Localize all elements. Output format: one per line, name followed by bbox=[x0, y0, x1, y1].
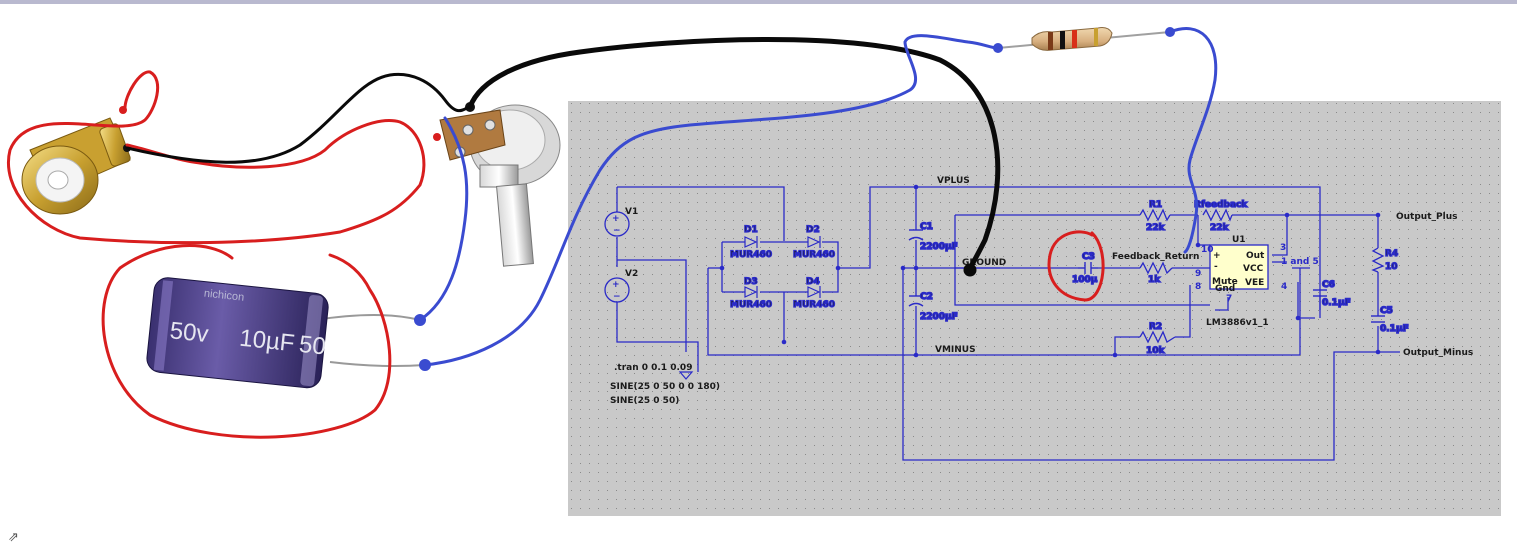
rca-jack-photo bbox=[21, 106, 131, 215]
u1-pin-1and5: 1 and 5 bbox=[1281, 257, 1319, 267]
diode-d3[interactable]: D3 MUR460 bbox=[729, 276, 772, 310]
d2-label: D2 bbox=[806, 225, 820, 235]
net-labels: VPLUS VMINUS GROUND Output_Plus Output_M… bbox=[935, 176, 1473, 358]
u1-pin-3: 3 bbox=[1280, 243, 1286, 253]
c6-label: C6 bbox=[1322, 280, 1335, 290]
u1-model: LM3886v1_1 bbox=[1206, 318, 1269, 328]
window-top-bar bbox=[0, 0, 1517, 4]
diode-d2[interactable]: D2 MUR460 bbox=[792, 224, 835, 260]
u1-pin-out: Out bbox=[1246, 251, 1265, 261]
d4-label: D4 bbox=[806, 277, 820, 287]
cap-voltage: 50v bbox=[168, 317, 209, 348]
r4-value: 10 bbox=[1385, 262, 1398, 272]
resistor-photo bbox=[997, 27, 1171, 51]
ground-symbol bbox=[678, 371, 694, 380]
capacitor-c6[interactable]: C6 0.1µF bbox=[1313, 279, 1351, 309]
resistor-r1[interactable]: R1 22k bbox=[1139, 199, 1171, 234]
cap-capacitance: 10µF bbox=[238, 325, 296, 358]
cap-brand: nichicon bbox=[203, 288, 244, 304]
c6-value: 0.1µF bbox=[1322, 298, 1351, 308]
svg-text:+: + bbox=[612, 280, 620, 290]
hand-drawn-black-wires bbox=[125, 37, 1001, 277]
svg-text:+: + bbox=[612, 214, 620, 224]
resistor-rin[interactable]: 1k bbox=[1139, 261, 1173, 286]
wire-endpoint-dots bbox=[414, 27, 1175, 371]
net-output-minus: Output_Minus bbox=[1403, 348, 1473, 358]
svg-text:−: − bbox=[613, 292, 621, 302]
c5-label: C5 bbox=[1380, 306, 1393, 316]
c3-value: 100µ bbox=[1072, 275, 1098, 285]
resistor-r4[interactable]: R4 10 bbox=[1371, 247, 1399, 273]
svg-text:−: − bbox=[613, 226, 621, 236]
rin-value: 1k bbox=[1148, 275, 1161, 285]
u1-pin-plus: + bbox=[1213, 251, 1221, 261]
rfeedback-value: 22k bbox=[1210, 223, 1230, 233]
u1-pin-vee: VEE bbox=[1245, 278, 1264, 288]
spice-directives[interactable]: .tran 0 0.1 0.09 SINE(25 0 50 0 0 180) S… bbox=[610, 363, 720, 406]
d1-label: D1 bbox=[744, 225, 758, 235]
c1-label: C1 bbox=[920, 222, 933, 232]
voltage-source-v2[interactable]: + − V2 bbox=[604, 269, 638, 303]
d2-model: MUR460 bbox=[793, 250, 835, 260]
c2-value: 2200µF bbox=[920, 312, 958, 322]
r4-label: R4 bbox=[1385, 249, 1398, 259]
diode-d1[interactable]: D1 MUR460 bbox=[729, 224, 772, 260]
d4-model: MUR460 bbox=[793, 300, 835, 310]
voltage-source-v1[interactable]: + − V1 bbox=[604, 207, 638, 237]
u1-pin-8: 8 bbox=[1195, 282, 1201, 292]
capacitor-c5[interactable]: C5 0.1µF bbox=[1371, 305, 1409, 335]
resize-handle-icon[interactable]: ⇗ bbox=[8, 530, 19, 545]
u1-pin-gnd: Gnd bbox=[1215, 284, 1235, 294]
directive-sine-2: SINE(25 0 50) bbox=[610, 396, 679, 406]
d3-label: D3 bbox=[744, 277, 758, 287]
u1-label: U1 bbox=[1232, 235, 1246, 245]
hand-drawn-red-wires bbox=[7, 70, 1105, 439]
cap-partial: 50 bbox=[298, 331, 327, 361]
net-vplus: VPLUS bbox=[937, 176, 970, 186]
directive-sine-1: SINE(25 0 50 0 0 180) bbox=[610, 382, 720, 392]
capacitor-c2[interactable]: C2 2200µF bbox=[908, 291, 959, 323]
u1-pin-4: 4 bbox=[1281, 282, 1287, 292]
hand-drawn-blue-wires bbox=[418, 27, 1218, 367]
u1-pin-vcc: VCC bbox=[1243, 264, 1264, 274]
resistor-r2[interactable]: R2 10k bbox=[1139, 321, 1176, 357]
d1-model: MUR460 bbox=[730, 250, 772, 260]
net-vminus: VMINUS bbox=[935, 345, 976, 355]
directive-tran: .tran 0 0.1 0.09 bbox=[614, 363, 692, 373]
c2-label: C2 bbox=[920, 292, 933, 302]
potentiometer-photo bbox=[433, 102, 561, 267]
v1-label: V1 bbox=[625, 207, 638, 217]
net-feedback-return: Feedback_Return bbox=[1112, 252, 1199, 262]
electrolytic-cap-photo: 50v 10µF 50 nichicon bbox=[146, 277, 426, 389]
r1-value: 22k bbox=[1146, 223, 1166, 233]
net-ground: GROUND bbox=[962, 258, 1006, 268]
ic-u1[interactable]: U1 + - Out VCC VEE Mute Gnd 10 9 8 3 1 a… bbox=[1195, 235, 1319, 328]
diode-d4[interactable]: D4 MUR460 bbox=[792, 276, 835, 310]
capacitor-c1[interactable]: C1 2200µF bbox=[908, 221, 959, 253]
schematic-sheet bbox=[568, 101, 1501, 516]
rfeedback-label: Rfeedback bbox=[1194, 200, 1248, 210]
net-output-plus: Output_Plus bbox=[1396, 212, 1457, 222]
d3-model: MUR460 bbox=[730, 300, 772, 310]
u1-pin-10: 10 bbox=[1201, 245, 1214, 255]
v2-label: V2 bbox=[625, 269, 638, 279]
u1-pin-minus: - bbox=[1214, 262, 1218, 272]
c1-value: 2200µF bbox=[920, 242, 958, 252]
u1-pin-mute: Mute bbox=[1212, 277, 1238, 287]
c3-label: C3 bbox=[1082, 252, 1095, 262]
r2-label: R2 bbox=[1149, 322, 1162, 332]
u1-pin-9: 9 bbox=[1195, 269, 1201, 279]
capacitor-c3[interactable]: C3 100µ bbox=[1071, 251, 1098, 285]
c5-value: 0.1µF bbox=[1380, 324, 1409, 334]
u1-pin-7: 7 bbox=[1226, 294, 1232, 304]
r2-value: 10k bbox=[1146, 346, 1166, 356]
r1-label: R1 bbox=[1149, 200, 1162, 210]
junction-dots bbox=[719, 184, 1381, 358]
resistor-rfeedback[interactable]: Rfeedback 22k bbox=[1193, 199, 1249, 233]
